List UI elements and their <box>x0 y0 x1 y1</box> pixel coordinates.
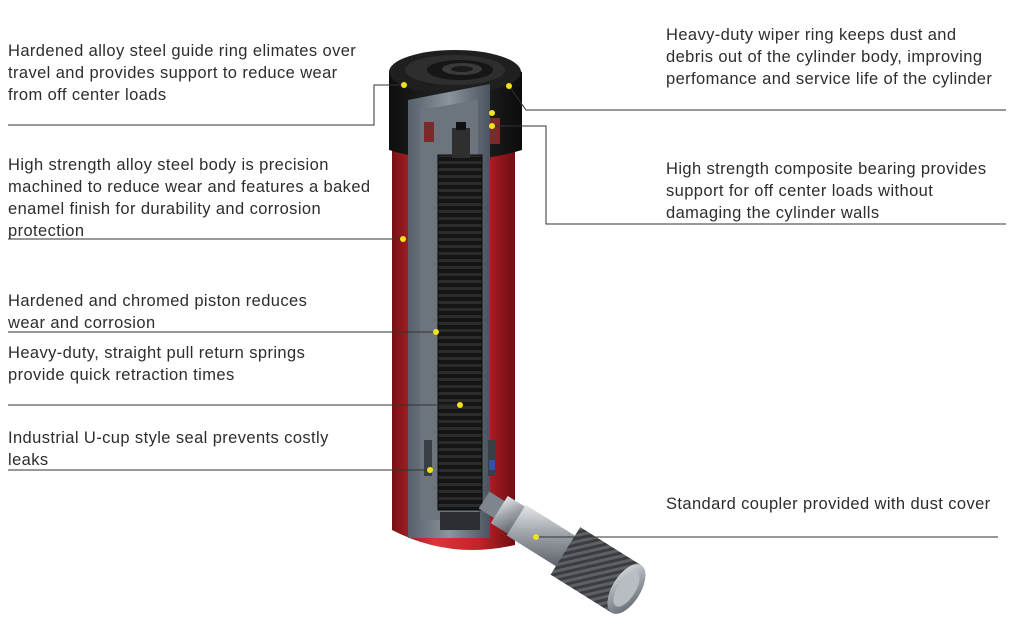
leader-line-guide-ring <box>8 84 404 126</box>
callout-body: High strength alloy steel body is precis… <box>8 156 371 240</box>
marker-springs <box>457 402 463 408</box>
marker-seal <box>427 467 433 473</box>
callout-springs: Heavy-duty, straight pull return springs… <box>8 344 306 384</box>
marker-coupler <box>533 534 539 540</box>
marker-wiper-ring <box>506 83 512 89</box>
marker-guide-ring <box>401 82 407 88</box>
callout-seal: Industrial U-cup style seal prevents cos… <box>8 429 329 469</box>
callout-wiper-ring: Heavy-duty wiper ring keeps dust and deb… <box>666 26 993 88</box>
callout-guide-ring: Hardened alloy steel guide ring elimates… <box>8 42 357 104</box>
leader-line-wiper-ring <box>508 85 1006 111</box>
callout-piston: Hardened and chromed piston reduces wear… <box>8 292 308 332</box>
marker-bearing-a <box>489 110 495 116</box>
callout-bearing: High strength composite bearing provides… <box>666 160 987 222</box>
marker-body <box>400 236 406 242</box>
coupler <box>478 491 646 614</box>
piston-spring <box>438 155 482 510</box>
callout-coupler: Standard coupler provided with dust cove… <box>666 495 991 513</box>
leader-line-bearing <box>492 125 1006 225</box>
marker-bearing-b <box>489 123 495 129</box>
marker-piston <box>433 329 439 335</box>
